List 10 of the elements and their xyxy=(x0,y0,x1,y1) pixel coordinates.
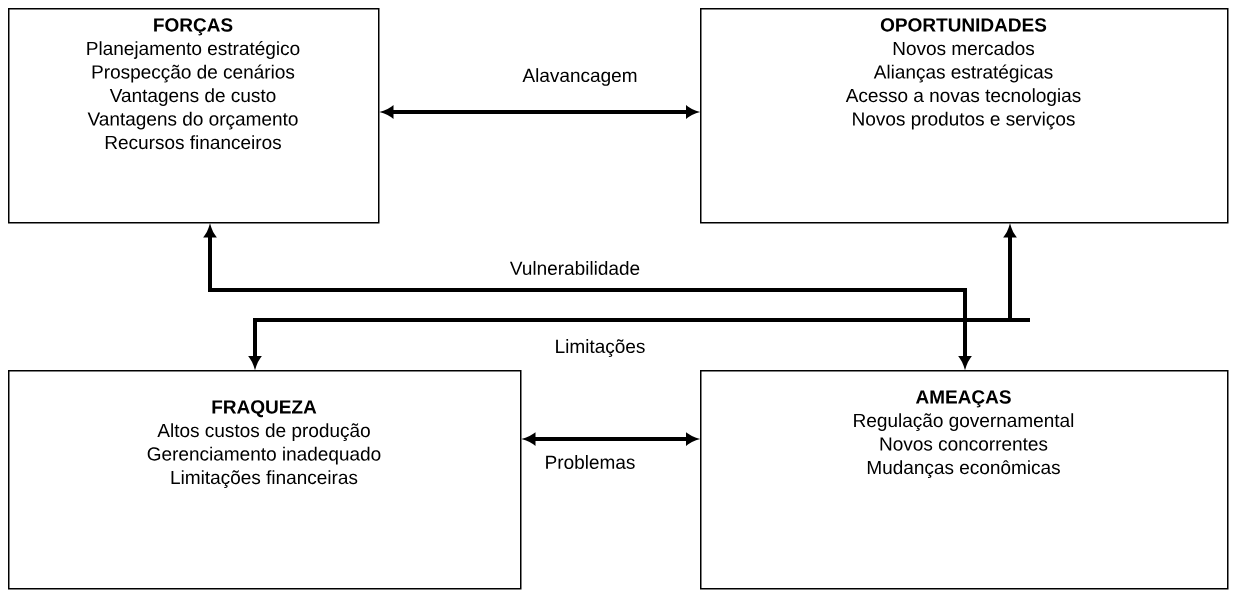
quadrant-box: OPORTUNIDADES Novos mercados Alianças estratégicas Acesso a novas tecnologias Novos produtos e serviços xyxy=(700,8,1229,224)
quadrant-box: AMEAÇAS Regulação governamental Novos concorrentes Mudanças econômicas xyxy=(700,370,1229,590)
quadrant-box: FRAQUEZA Altos custos de produção Gerenciamento inadequado Limitações financeiras xyxy=(8,370,522,590)
edge-label: Problemas xyxy=(543,454,637,470)
edge-label: Vulnerabilidade xyxy=(508,260,642,276)
edge-label: Alavancagem xyxy=(521,67,639,87)
arrow xyxy=(382,106,697,118)
edge-label: Limitações xyxy=(553,338,647,358)
quadrant-box: FORÇAS Planejamento estratégico Prospecção de cenários Vantagens de custo Vantagens do orçamento Recursos financeiros xyxy=(8,8,380,224)
arrow xyxy=(524,433,697,445)
